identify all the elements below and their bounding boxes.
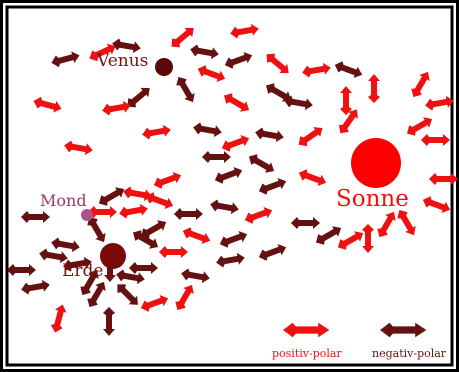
negative-arrow <box>333 59 364 80</box>
negative-arrow <box>103 307 115 336</box>
sun <box>351 138 401 188</box>
positive-arrow <box>196 63 227 84</box>
negative-arrow <box>7 264 36 276</box>
positive-arrow <box>404 114 435 139</box>
negative-arrow <box>202 151 231 163</box>
legend-negative-arrow <box>380 323 426 337</box>
negative-arrow <box>21 211 50 223</box>
venus-label: Venus <box>96 51 148 71</box>
positive-arrow <box>221 90 252 115</box>
negative-arrow <box>20 279 51 296</box>
positive-arrow <box>295 123 326 149</box>
earth <box>100 243 126 269</box>
negative-arrow <box>213 165 244 186</box>
negative-arrow <box>246 151 277 176</box>
positive-arrow <box>421 134 450 146</box>
positive-arrow <box>408 69 433 100</box>
erde-label: Erde <box>62 261 103 281</box>
positive-arrow <box>139 293 170 314</box>
positive-arrow <box>421 194 452 215</box>
negative-arrow <box>215 252 246 269</box>
positive-arrow <box>368 74 380 103</box>
moon <box>81 209 93 221</box>
positive-arrow <box>301 62 332 79</box>
legend-positive-label: positiv-polar <box>272 347 342 360</box>
positive-arrow <box>263 50 293 78</box>
negative-arrow <box>174 208 203 220</box>
positive-arrow <box>152 170 183 191</box>
negative-arrow <box>129 262 158 274</box>
negative-arrow <box>291 217 320 229</box>
negative-arrow <box>50 236 81 253</box>
negative-arrow <box>257 176 288 197</box>
positive-arrow <box>32 95 63 114</box>
negative-arrow <box>180 267 211 284</box>
positive-arrow <box>141 124 172 141</box>
positive-arrow <box>374 209 399 240</box>
negative-arrow <box>223 50 254 71</box>
positive-arrow <box>229 23 260 40</box>
positive-arrow <box>49 303 68 334</box>
positive-arrow <box>220 133 251 154</box>
venus <box>155 58 173 76</box>
negative-arrow <box>192 121 223 138</box>
negative-arrow <box>209 198 240 215</box>
negative-arrow <box>113 280 142 309</box>
positive-arrow <box>243 205 274 226</box>
positive-arrow <box>168 23 198 51</box>
positive-arrow <box>101 100 132 117</box>
positive-arrow <box>429 173 458 185</box>
positive-arrow <box>159 246 188 258</box>
positive-arrow <box>181 225 212 246</box>
sonne-label: Sonne <box>336 186 409 212</box>
legend-negative-label: negativ-polar <box>372 347 447 360</box>
mond-label: Mond <box>40 191 87 210</box>
negative-arrow <box>254 126 285 143</box>
positive-arrow <box>362 224 374 253</box>
positive-arrow <box>63 139 94 156</box>
negative-arrow <box>173 74 198 105</box>
positive-arrow <box>340 86 352 115</box>
legend: positiv-polar negativ-polar <box>272 323 447 360</box>
positive-arrow <box>424 95 455 112</box>
positive-arrow <box>172 282 197 313</box>
positive-arrow <box>297 167 328 188</box>
negative-arrow <box>115 268 146 285</box>
legend-positive-arrow <box>283 323 329 337</box>
negative-arrow <box>218 229 249 250</box>
positive-arrow <box>118 203 149 220</box>
negative-arrow <box>50 50 81 69</box>
negative-arrow <box>96 184 127 209</box>
negative-arrow <box>257 242 288 263</box>
negative-arrow <box>189 43 220 60</box>
